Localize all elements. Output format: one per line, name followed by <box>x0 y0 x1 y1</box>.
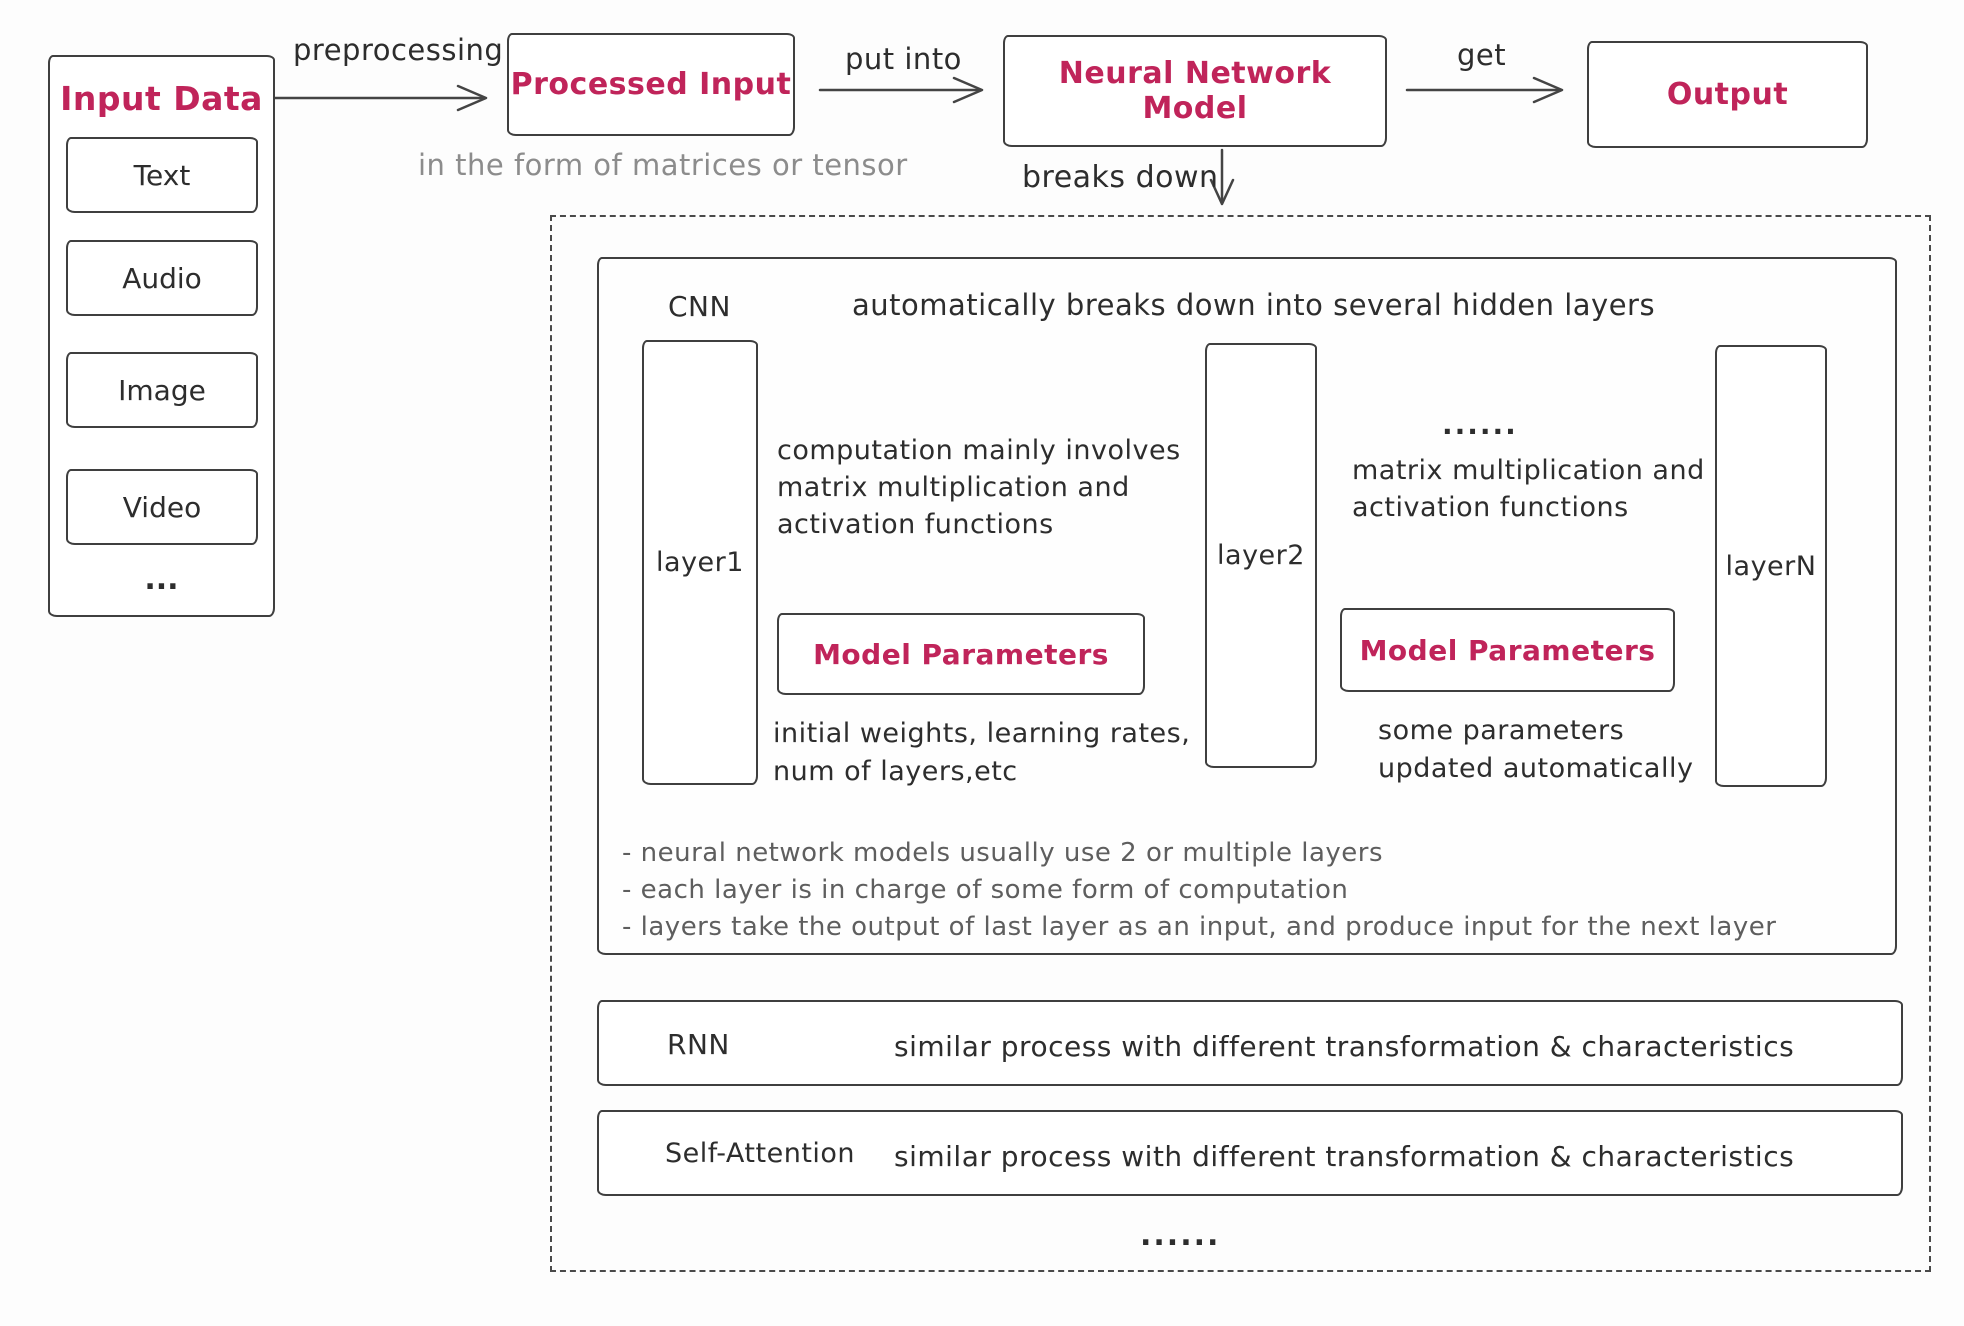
rnn-label: RNN <box>667 1028 730 1061</box>
stage2-model-parameters-label: Model Parameters <box>1359 633 1656 667</box>
rnn-panel: RNN similar process with different trans… <box>597 1000 1903 1086</box>
input-item-text: Text <box>66 137 258 213</box>
cnn-heading: automatically breaks down into several h… <box>852 288 1656 322</box>
cnn-note-2: - each layer is in charge of some form o… <box>622 875 1349 905</box>
processed-input-note: in the form of matrices or tensor <box>418 148 908 182</box>
layer1-label: layer1 <box>656 547 744 578</box>
layer2-box: layer2 <box>1205 343 1317 768</box>
get-arrow <box>1405 76 1564 104</box>
cnn-label: CNN <box>668 290 731 323</box>
layer1-box: layer1 <box>642 340 758 785</box>
input-item-audio: Audio <box>66 240 258 316</box>
processed-input-title: Processed Input <box>510 67 792 102</box>
stage1-description: computation mainly involves matrix multi… <box>777 435 1181 540</box>
put-into-label: put into <box>845 42 962 76</box>
self-attention-panel: Self-Attention similar process with diff… <box>597 1110 1903 1196</box>
neural-network-model-box: Neural Network Model <box>1003 35 1387 147</box>
self-attention-label: Self-Attention <box>665 1138 856 1169</box>
stage2-params-note: some parameters updated automatically <box>1378 715 1694 784</box>
input-items-ellipsis: ... <box>144 562 179 597</box>
stage2-description: matrix multiplication and activation fun… <box>1352 455 1705 523</box>
stage1-model-parameters-label: Model Parameters <box>813 637 1109 671</box>
put-into-arrow <box>818 76 984 104</box>
breakdown-footer-dots: ...... <box>1140 1218 1221 1253</box>
cnn-note-1: - neural network models usually use 2 or… <box>622 838 1384 868</box>
input-item-image: Image <box>66 352 258 428</box>
rnn-description: similar process with different transform… <box>894 1030 1795 1063</box>
layerN-box: layerN <box>1715 345 1827 787</box>
processed-input-box: Processed Input <box>507 33 795 136</box>
layer2-label: layer2 <box>1217 540 1305 571</box>
input-item-video: Video <box>66 469 258 545</box>
stage1-params-note: initial weights, learning rates, num of … <box>773 718 1191 787</box>
get-label: get <box>1457 38 1507 72</box>
preprocessing-label: preprocessing <box>293 33 504 67</box>
stage2-dots: ...... <box>1442 408 1518 441</box>
stage2-model-parameters-box: Model Parameters <box>1340 608 1675 692</box>
input-data-title: Input Data <box>60 79 263 118</box>
breakdown-container <box>550 215 1931 1272</box>
neural-network-model-title: Neural Network Model <box>1058 56 1332 126</box>
output-box: Output <box>1587 41 1868 148</box>
stage1-model-parameters-box: Model Parameters <box>777 613 1145 695</box>
input-data-box: Input Data Text Audio Image Video ... <box>48 55 275 617</box>
layerN-label: layerN <box>1725 550 1817 582</box>
breaks-down-label: breaks down <box>1022 160 1219 195</box>
self-attention-description: similar process with different transform… <box>894 1140 1795 1173</box>
cnn-note-3: - layers take the output of last layer a… <box>622 912 1777 942</box>
output-title: Output <box>1666 77 1789 112</box>
